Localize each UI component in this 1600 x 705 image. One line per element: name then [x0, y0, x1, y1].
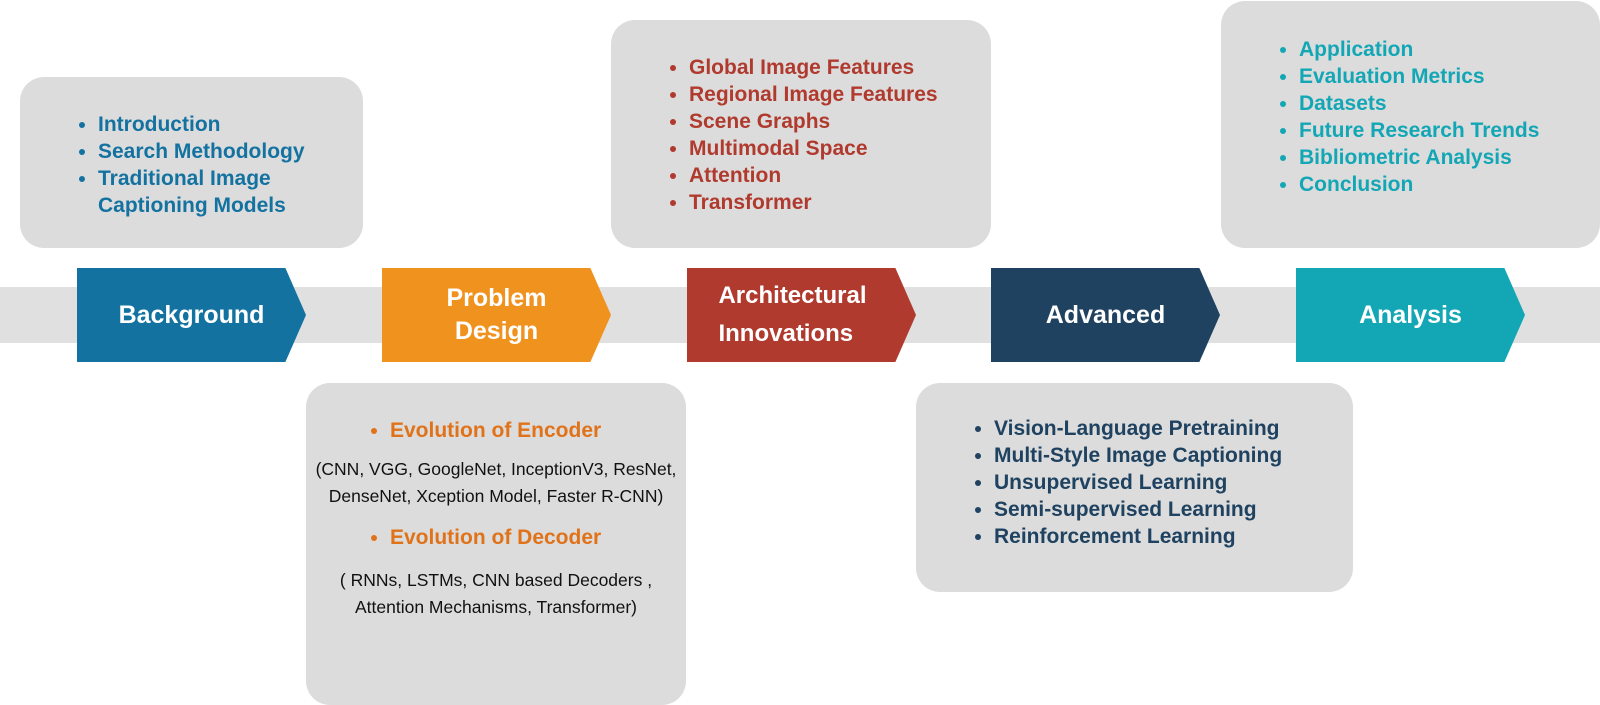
stage-analysis: Analysis: [1296, 268, 1525, 362]
stage-background: Background: [77, 268, 306, 362]
stage-label-line: Innovations: [718, 320, 854, 347]
analysis-topics-list: Application Evaluation Metrics Datasets …: [1271, 36, 1600, 198]
stage-label-line: Analysis: [1359, 300, 1462, 329]
list-item: Search Methodology: [98, 138, 358, 165]
list-item: Transformer: [689, 189, 991, 216]
list-item: Multi-Style Image Captioning: [994, 442, 1353, 469]
list-item: Evolution of Encoder: [390, 417, 678, 444]
list-item: Semi-supervised Learning: [994, 496, 1353, 523]
list-item: Introduction: [98, 111, 358, 138]
problem-design-topics-box: Evolution of Encoder (CNN, VGG, GoogleNe…: [306, 383, 686, 705]
list-item: Vision-Language Pretraining: [994, 415, 1353, 442]
stage-advanced: Advanced: [991, 268, 1220, 362]
architectural-topics-list: Global Image Features Regional Image Fea…: [661, 54, 991, 216]
stage-label-line: Architectural: [718, 282, 867, 309]
list-item: Evaluation Metrics: [1299, 63, 1600, 90]
list-item: Global Image Features: [689, 54, 991, 81]
decoder-note: ( RNNs, LSTMs, CNN based Decoders , Atte…: [339, 570, 653, 617]
list-item: Evolution of Decoder: [390, 524, 678, 551]
advanced-topics-list: Vision-Language Pretraining Multi-Style …: [966, 415, 1353, 550]
list-item: Regional Image Features: [689, 81, 991, 108]
list-item: Scene Graphs: [689, 108, 991, 135]
decoder-list: Evolution of Decoder: [390, 524, 678, 551]
encoder-list: Evolution of Encoder: [390, 417, 678, 444]
list-item: Unsupervised Learning: [994, 469, 1353, 496]
list-item: Conclusion: [1299, 171, 1600, 198]
stage-label-line: Problem: [446, 284, 547, 312]
list-item: Reinforcement Learning: [994, 523, 1353, 550]
list-item: Traditional Image Captioning Models: [98, 165, 358, 219]
background-topics-list: Introduction Search Methodology Traditio…: [70, 111, 358, 219]
stage-problem-design: Problem Design: [382, 268, 611, 362]
list-item: Datasets: [1299, 90, 1600, 117]
advanced-topics-box: Vision-Language Pretraining Multi-Style …: [916, 383, 1353, 592]
analysis-topics-box: Application Evaluation Metrics Datasets …: [1221, 1, 1600, 248]
list-item: Future Research Trends: [1299, 117, 1600, 144]
list-item: Bibliometric Analysis: [1299, 144, 1600, 171]
list-item: Attention: [689, 162, 991, 189]
background-topics-box: Introduction Search Methodology Traditio…: [20, 77, 363, 248]
architectural-topics-box: Global Image Features Regional Image Fea…: [611, 20, 991, 248]
list-item: Application: [1299, 36, 1600, 63]
encoder-note: (CNN, VGG, GoogleNet, InceptionV3, ResNe…: [315, 459, 677, 506]
stage-label-line: Background: [118, 300, 265, 329]
stage-label-line: Design: [454, 317, 539, 345]
list-item: Multimodal Space: [689, 135, 991, 162]
stage-architectural-innovations: Architectural Innovations: [687, 268, 916, 362]
stage-label-line: Advanced: [1045, 300, 1166, 329]
